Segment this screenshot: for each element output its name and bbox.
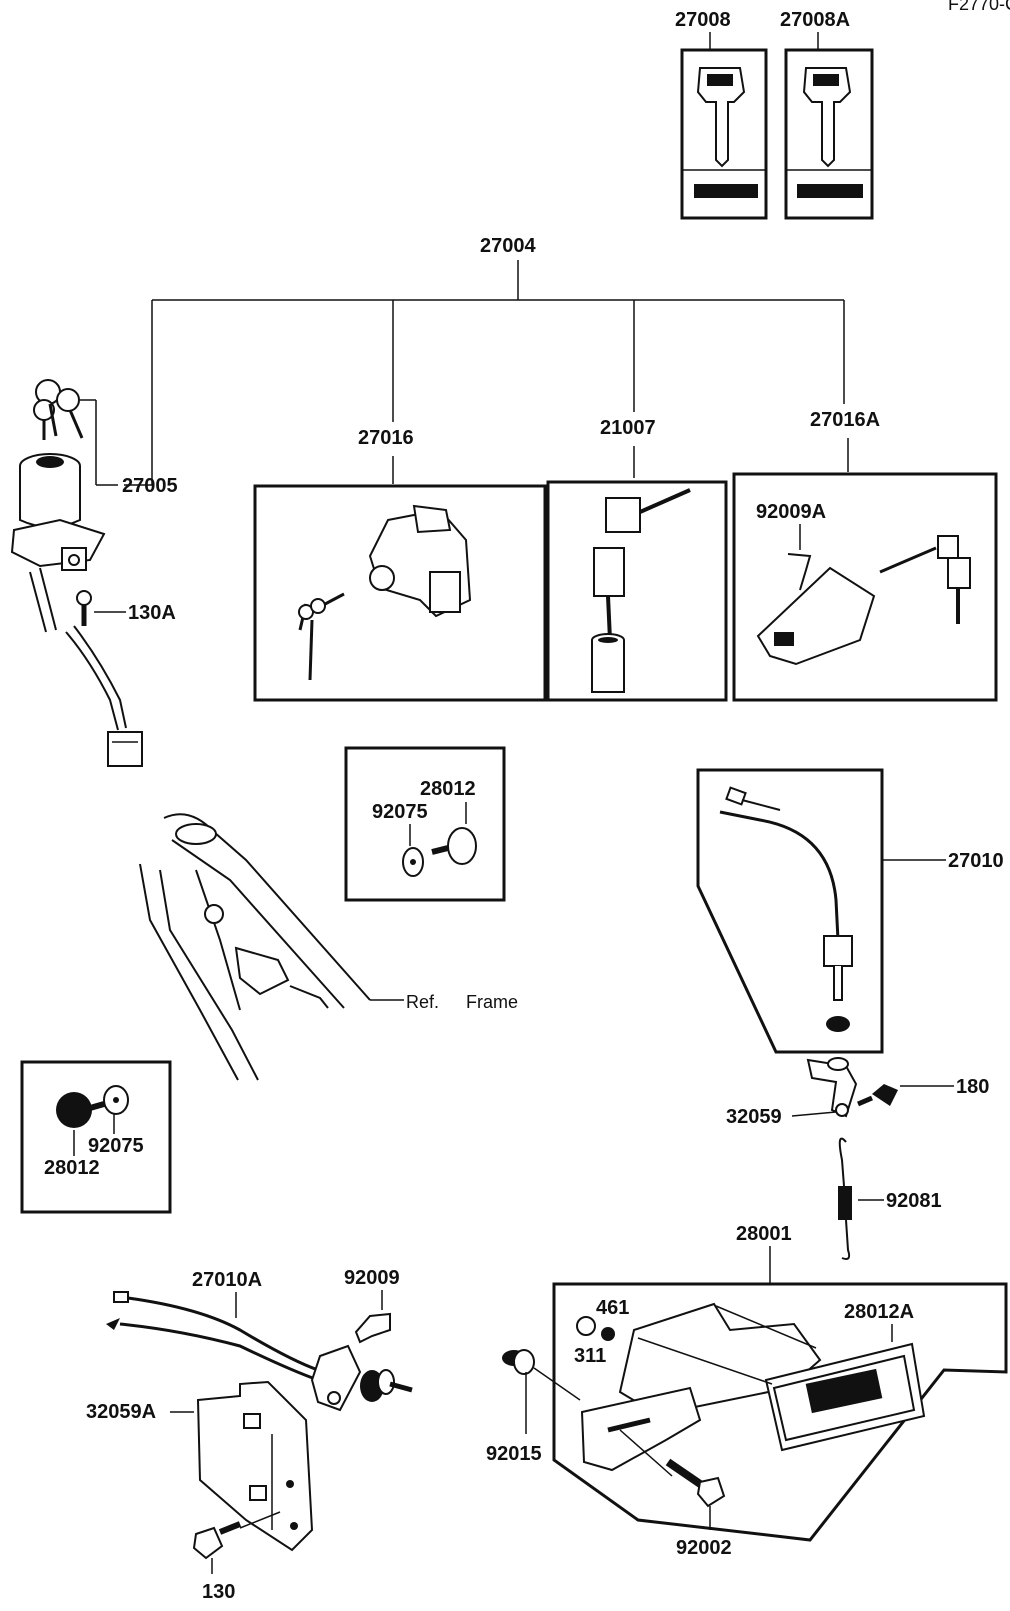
- label-27008: 27008: [675, 9, 731, 31]
- label-27010: 27010: [948, 850, 1004, 872]
- label-32059A: 32059A: [86, 1401, 156, 1423]
- ignition-switch-27005: 27005 130A: [10, 379, 178, 767]
- label-frame: Frame: [466, 992, 518, 1012]
- label-92009: 92009: [344, 1267, 400, 1289]
- key-blank-27008: 27008: [675, 9, 768, 220]
- label-180: 180: [956, 1076, 989, 1098]
- label-28012A: 28012A: [844, 1301, 914, 1323]
- key-blank-27008A: 27008A: [780, 9, 874, 220]
- bolt-92002: 92002: [619, 1429, 732, 1559]
- label-27004: 27004: [480, 235, 536, 257]
- label-311: 311: [574, 1345, 606, 1367]
- label-92075-top: 92075: [372, 801, 428, 823]
- lock-27016A: 27016A 92009A: [732, 409, 998, 702]
- label-27016: 27016: [358, 427, 414, 449]
- label-92015: 92015: [486, 1443, 542, 1465]
- bracket-32059: 180 32059: [726, 1057, 989, 1128]
- frame-reference: Ref. Frame: [139, 813, 518, 1081]
- figure-code: F2770-C: [948, 0, 1010, 14]
- cap-28012-set-top: 28012 92075: [344, 746, 506, 902]
- label-130: 130: [202, 1581, 235, 1603]
- key-cylinder-21007: 21007: [546, 417, 728, 702]
- label-21007: 21007: [600, 417, 656, 439]
- reflector-bracket-28001: 28001 461 311 28012A: [552, 1223, 1008, 1542]
- grommet-92015: 92015: [486, 1349, 581, 1465]
- label-27010A: 27010A: [192, 1269, 262, 1291]
- label-ref: Ref.: [406, 992, 439, 1012]
- label-27005: 27005: [122, 475, 178, 497]
- label-28012-left: 28012: [44, 1157, 100, 1179]
- label-27008A: 27008A: [780, 9, 850, 31]
- label-92075-left: 92075: [88, 1135, 144, 1157]
- label-461: 461: [596, 1297, 629, 1319]
- seat-lock-27016: 27016: [253, 427, 547, 702]
- label-92002: 92002: [676, 1537, 732, 1559]
- cap-28012-set-left: 92075 28012: [20, 1060, 172, 1214]
- switch-27010A: 27010A 92009: [106, 1267, 413, 1412]
- label-27016A: 27016A: [810, 409, 880, 431]
- label-130A: 130A: [128, 602, 176, 624]
- label-32059: 32059: [726, 1106, 782, 1128]
- switch-27010: 27010: [696, 768, 1004, 1054]
- spring-92081: 92081: [838, 1137, 942, 1260]
- label-92009A: 92009A: [756, 501, 826, 523]
- plate-32059A: 32059A 130: [86, 1380, 314, 1603]
- label-92081: 92081: [886, 1190, 942, 1212]
- lock-set-27004-tree: 27004: [151, 235, 849, 485]
- label-28001: 28001: [736, 1223, 792, 1245]
- label-28012-top: 28012: [420, 778, 476, 800]
